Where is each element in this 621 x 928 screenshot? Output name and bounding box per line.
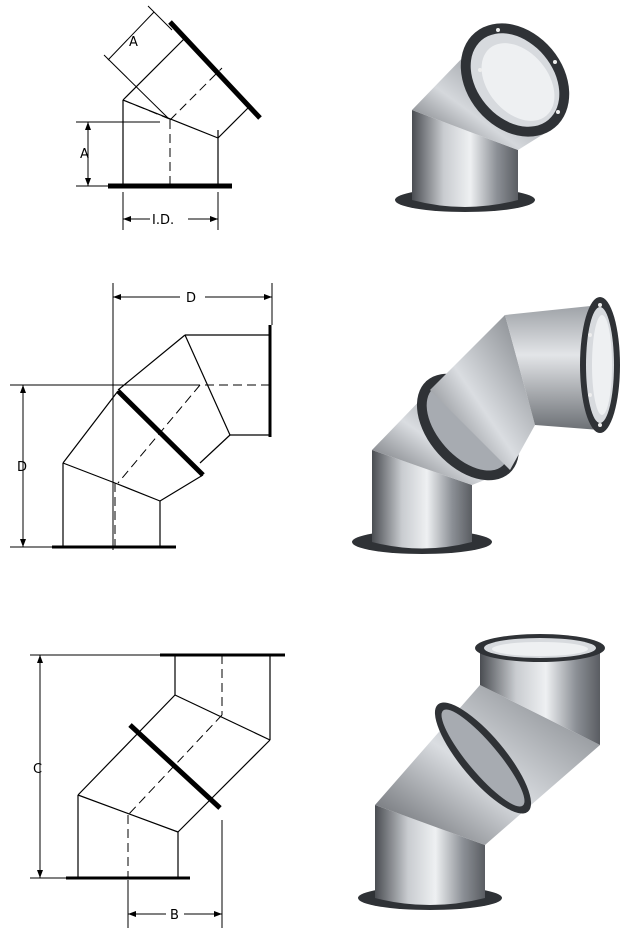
dim-c-side: C xyxy=(33,762,42,777)
dim-id: I.D. xyxy=(152,213,174,228)
dim-a-top: A xyxy=(129,35,138,50)
render-45-elbow xyxy=(395,23,570,212)
render-90-elbow xyxy=(352,297,620,554)
dim-d-side: D xyxy=(17,460,27,475)
dim-b-bottom: B xyxy=(170,908,179,923)
dim-d-top: D xyxy=(186,291,196,306)
render-offset-elbow xyxy=(358,634,605,910)
dim-a-side: A xyxy=(80,147,89,162)
drawing-90-elbow: D D xyxy=(10,283,273,550)
bolt-hole-icon xyxy=(496,28,500,32)
drawing-offset-elbow: C B xyxy=(30,653,285,928)
drawing-45-elbow: A A I.D. xyxy=(76,5,262,230)
